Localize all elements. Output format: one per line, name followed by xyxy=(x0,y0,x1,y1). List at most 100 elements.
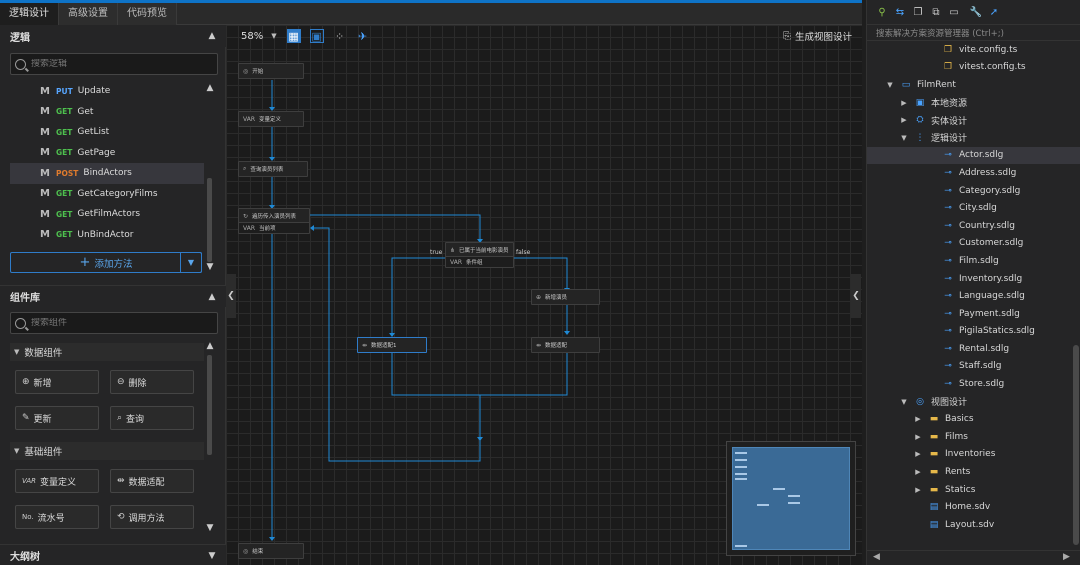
tree-item[interactable]: ❐vitest.config.ts xyxy=(867,59,1080,77)
generate-view-button[interactable]: ⎘ 生成视图设计 xyxy=(783,29,852,44)
tree-item[interactable]: ⊸City.sdlg xyxy=(867,199,1080,217)
pin-icon[interactable]: ➚ xyxy=(989,6,999,18)
component-query[interactable]: ⌕查询 xyxy=(110,406,194,430)
chevron-up-icon[interactable]: ▲ xyxy=(208,291,216,302)
component-scrollbar[interactable] xyxy=(207,355,212,455)
flow-canvas[interactable]: 58% ▼ ▦ ▣ ⁘ ✈ ⎘ 生成视图设计 xyxy=(226,25,862,565)
add-method-dropdown-button[interactable]: ▼ xyxy=(180,252,202,273)
add-method-button[interactable]: + 添加方法 xyxy=(10,252,202,273)
logic-section-header[interactable]: 逻辑 ▲ xyxy=(0,25,226,47)
chevron-up-icon[interactable]: ▲ xyxy=(208,31,216,41)
minimap[interactable] xyxy=(726,441,856,556)
component-delete[interactable]: ⊖删除 xyxy=(110,370,194,394)
flow-node-start[interactable]: ◎开始 xyxy=(238,63,304,79)
tree-item[interactable]: ⊸Payment.sdlg xyxy=(867,305,1080,323)
zoom-level[interactable]: 58% xyxy=(241,30,264,42)
tree-item[interactable]: ⊸Category.sdlg xyxy=(867,182,1080,200)
tree-item[interactable]: ▤Layout.sdv xyxy=(867,516,1080,534)
tree-item[interactable]: ▶▬Rents xyxy=(867,463,1080,481)
chevron-down-icon[interactable]: ▼ xyxy=(887,80,893,89)
components-section-header[interactable]: 组件库 ▲ xyxy=(0,285,226,307)
chevron-right-icon[interactable]: ▶ xyxy=(915,468,921,477)
show-all-icon[interactable]: ⧉ xyxy=(932,6,940,18)
tree-item[interactable]: ▶▣本地资源 xyxy=(867,94,1080,112)
tree-item[interactable]: ▶▬Inventories xyxy=(867,446,1080,464)
tree-item[interactable]: ⊸Address.sdlg xyxy=(867,164,1080,182)
explorer-search[interactable]: 搜索解决方案资源管理器 (Ctrl+;) xyxy=(867,25,1080,41)
component-search-input[interactable] xyxy=(31,318,211,328)
scroll-left-icon[interactable]: ◀ xyxy=(873,552,880,562)
explorer-scrollbar[interactable] xyxy=(1073,345,1079,545)
chevron-right-icon[interactable]: ▶ xyxy=(901,116,907,125)
scope-icon[interactable]: ⚲ xyxy=(878,6,886,18)
outline-section-header[interactable]: 大纲树 ▼ xyxy=(0,544,226,565)
tree-item[interactable]: ❐vite.config.ts xyxy=(867,41,1080,59)
chevron-down-icon[interactable]: ▼ xyxy=(901,133,907,142)
tree-item[interactable]: ▶▬Films xyxy=(867,428,1080,446)
dots-grid-icon[interactable]: ⁘ xyxy=(335,29,345,43)
copy-icon[interactable]: ❐ xyxy=(913,6,923,18)
data-components-group[interactable]: ▼ 数据组件 xyxy=(10,343,204,361)
tree-item[interactable]: ⊸Actor.sdlg xyxy=(867,146,1080,165)
tree-item[interactable]: ⊸Customer.sdlg xyxy=(867,235,1080,253)
grid-icon[interactable]: ▦ xyxy=(286,29,301,43)
tree-item[interactable]: ⊸Inventory.sdlg xyxy=(867,270,1080,288)
tree-item[interactable]: ▶▬Statics xyxy=(867,481,1080,499)
sync-icon[interactable]: ⇆ xyxy=(895,6,905,18)
tree-item[interactable]: ▼▭FilmRent xyxy=(867,76,1080,94)
scroll-down-icon[interactable]: ▼ xyxy=(206,523,214,533)
flow-node-create[interactable]: ⊕新增演员 xyxy=(531,289,600,305)
tree-item[interactable]: ⊸Rental.sdlg xyxy=(867,340,1080,358)
tab-logic-design[interactable]: 逻辑设计 xyxy=(0,3,59,25)
chevron-down-icon[interactable]: ▼ xyxy=(208,550,216,561)
snap-icon[interactable]: ▣ xyxy=(309,29,324,43)
chevron-right-icon[interactable]: ▶ xyxy=(915,415,921,424)
chevron-right-icon[interactable]: ▶ xyxy=(915,432,921,441)
tree-item[interactable]: ⊸Film.sdlg xyxy=(867,252,1080,270)
flow-node-end[interactable]: ◎结束 xyxy=(238,543,304,559)
chevron-right-icon[interactable]: ▶ xyxy=(901,98,907,107)
collapse-right-icon[interactable]: ❮ xyxy=(851,274,861,318)
tree-item[interactable]: ▤Home.sdv xyxy=(867,498,1080,516)
component-create[interactable]: ⊕新增 xyxy=(15,370,99,394)
scroll-up-icon[interactable]: ▲ xyxy=(206,341,214,351)
tab-advanced-settings[interactable]: 高级设置 xyxy=(59,3,118,25)
tree-item[interactable]: ▶▬Basics xyxy=(867,410,1080,428)
tab-code-preview[interactable]: 代码预览 xyxy=(118,3,177,25)
tree-item[interactable]: ⊸Country.sdlg xyxy=(867,217,1080,235)
component-data-adapter[interactable]: ⇹数据适配 xyxy=(110,469,194,493)
wrench-icon[interactable]: 🔧 xyxy=(969,6,983,18)
chevron-right-icon[interactable]: ▶ xyxy=(915,485,921,494)
method-list-scrollbar[interactable] xyxy=(207,178,212,262)
chevron-right-icon[interactable]: ▶ xyxy=(915,450,921,459)
component-serial-number[interactable]: No.流水号 xyxy=(15,505,99,529)
basic-components-group[interactable]: ▼ 基础组件 xyxy=(10,442,204,460)
preview-icon[interactable]: ▭ xyxy=(949,6,959,18)
tree-item[interactable]: ▶⛭实体设计 xyxy=(867,111,1080,129)
collapse-left-icon[interactable]: ❮ xyxy=(226,274,236,318)
tree-item[interactable]: ⊸Staff.sdlg xyxy=(867,358,1080,376)
logic-search-input[interactable] xyxy=(31,59,211,69)
tree-item[interactable]: ⊸Store.sdlg xyxy=(867,375,1080,393)
tree-item[interactable]: ▼⋮逻辑设计 xyxy=(867,129,1080,147)
flow-node-adapter-1[interactable]: ⇹数据适配1 xyxy=(357,337,427,353)
chevron-down-icon[interactable]: ▼ xyxy=(901,397,907,406)
component-call-method[interactable]: ⟲调用方法 xyxy=(110,505,194,529)
tree-item[interactable]: ⊸Language.sdlg xyxy=(867,287,1080,305)
scroll-right-icon[interactable]: ▶ xyxy=(1063,552,1070,562)
tree-item[interactable]: ▼◎视图设计 xyxy=(867,393,1080,411)
minimap-viewport[interactable] xyxy=(732,447,850,550)
component-update[interactable]: ✎更新 xyxy=(15,406,99,430)
flow-node-adapter-2[interactable]: ⇹数据适配 xyxy=(531,337,600,353)
